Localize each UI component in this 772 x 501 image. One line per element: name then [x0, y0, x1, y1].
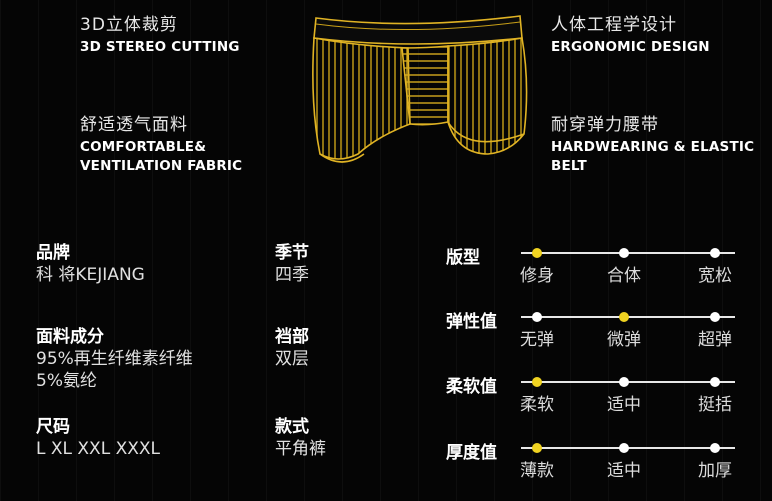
scale-label: 弹性值	[446, 312, 497, 332]
scale-option-label: 无弹	[520, 330, 554, 350]
scale-option-label: 适中	[607, 461, 641, 481]
scale-option-label: 挺括	[698, 395, 732, 415]
scale-label: 柔软值	[446, 377, 497, 397]
scale-dot-selected	[532, 443, 542, 453]
scale-track	[521, 377, 735, 387]
scale-track	[521, 312, 735, 322]
scale-option-label: 合体	[607, 266, 641, 286]
spec-value: L XL XXL XXXL	[36, 439, 160, 459]
spec-key: 款式	[275, 417, 309, 437]
spec-key: 季节	[275, 243, 309, 263]
spec-value: 95%再生纤维素纤维	[36, 349, 193, 369]
spec-key: 面料成分	[36, 327, 104, 347]
feature-elastic-belt: 耐穿弹力腰带 HARDWEARING & ELASTIC BELT	[551, 114, 754, 176]
feature-en-label: COMFORTABLE&	[80, 139, 207, 155]
scale-dot	[619, 443, 629, 453]
scale-option-label: 超弹	[698, 330, 732, 350]
spec-fabric: 面料成分 95%再生纤维素纤维 5%氨纶	[36, 326, 193, 392]
spec-season: 季节 四季	[275, 242, 309, 286]
scale-option-label: 适中	[607, 395, 641, 415]
scale-label: 版型	[446, 248, 480, 268]
spec-key: 尺码	[36, 417, 70, 437]
spec-crotch: 裆部 双层	[275, 326, 309, 370]
spec-style: 款式 平角裤	[275, 416, 326, 460]
scale-dot	[532, 312, 542, 322]
feature-en-label: HARDWEARING & ELASTIC	[551, 139, 755, 155]
boxer-briefs-icon	[298, 4, 538, 176]
spec-key: 品牌	[36, 243, 70, 263]
scale-option-label: 修身	[520, 266, 554, 286]
feature-cn-label: 耐穿弹力腰带	[551, 115, 659, 135]
scale-dot	[710, 377, 720, 387]
spec-value: 5%氨纶	[36, 371, 97, 391]
scale-dot	[619, 377, 629, 387]
spec-size: 尺码 L XL XXL XXXL	[36, 416, 160, 460]
spec-value: 科 将KEJIANG	[36, 265, 145, 285]
feature-ergonomic: 人体工程学设计 ERGONOMIC DESIGN	[551, 14, 710, 57]
spec-value: 四季	[275, 265, 309, 285]
spec-value: 平角裤	[275, 439, 326, 459]
scale-option-label: 薄款	[520, 461, 554, 481]
scale-option-label: 加厚	[698, 461, 732, 481]
scale-dot	[710, 443, 720, 453]
scale-dot	[710, 312, 720, 322]
scale-dot	[710, 248, 720, 258]
scale-option-label: 柔软	[520, 395, 554, 415]
scale-dot-selected	[532, 377, 542, 387]
feature-3d-cutting: 3D立体裁剪 3D STEREO CUTTING	[80, 14, 240, 57]
scale-track	[521, 248, 735, 258]
feature-en-label: 3D STEREO CUTTING	[80, 39, 240, 55]
feature-cn-label: 人体工程学设计	[551, 15, 677, 35]
spec-brand: 品牌 科 将KEJIANG	[36, 242, 145, 286]
scale-dot-selected	[619, 312, 629, 322]
spec-key: 裆部	[275, 327, 309, 347]
scale-option-label: 微弹	[607, 330, 641, 350]
scale-option-label: 宽松	[698, 266, 732, 286]
scale-label: 厚度值	[446, 443, 497, 463]
feature-cn-label: 3D立体裁剪	[80, 15, 178, 35]
spec-value: 双层	[275, 349, 309, 369]
feature-cn-label: 舒适透气面料	[80, 115, 188, 135]
feature-en-label: ERGONOMIC DESIGN	[551, 39, 710, 55]
scale-dot	[619, 248, 629, 258]
scale-dot-selected	[532, 248, 542, 258]
feature-en-label: BELT	[551, 158, 587, 174]
feature-en-label: VENTILATION FABRIC	[80, 158, 243, 174]
scale-track	[521, 443, 735, 453]
feature-comfortable-fabric: 舒适透气面料 COMFORTABLE& VENTILATION FABRIC	[80, 114, 242, 176]
